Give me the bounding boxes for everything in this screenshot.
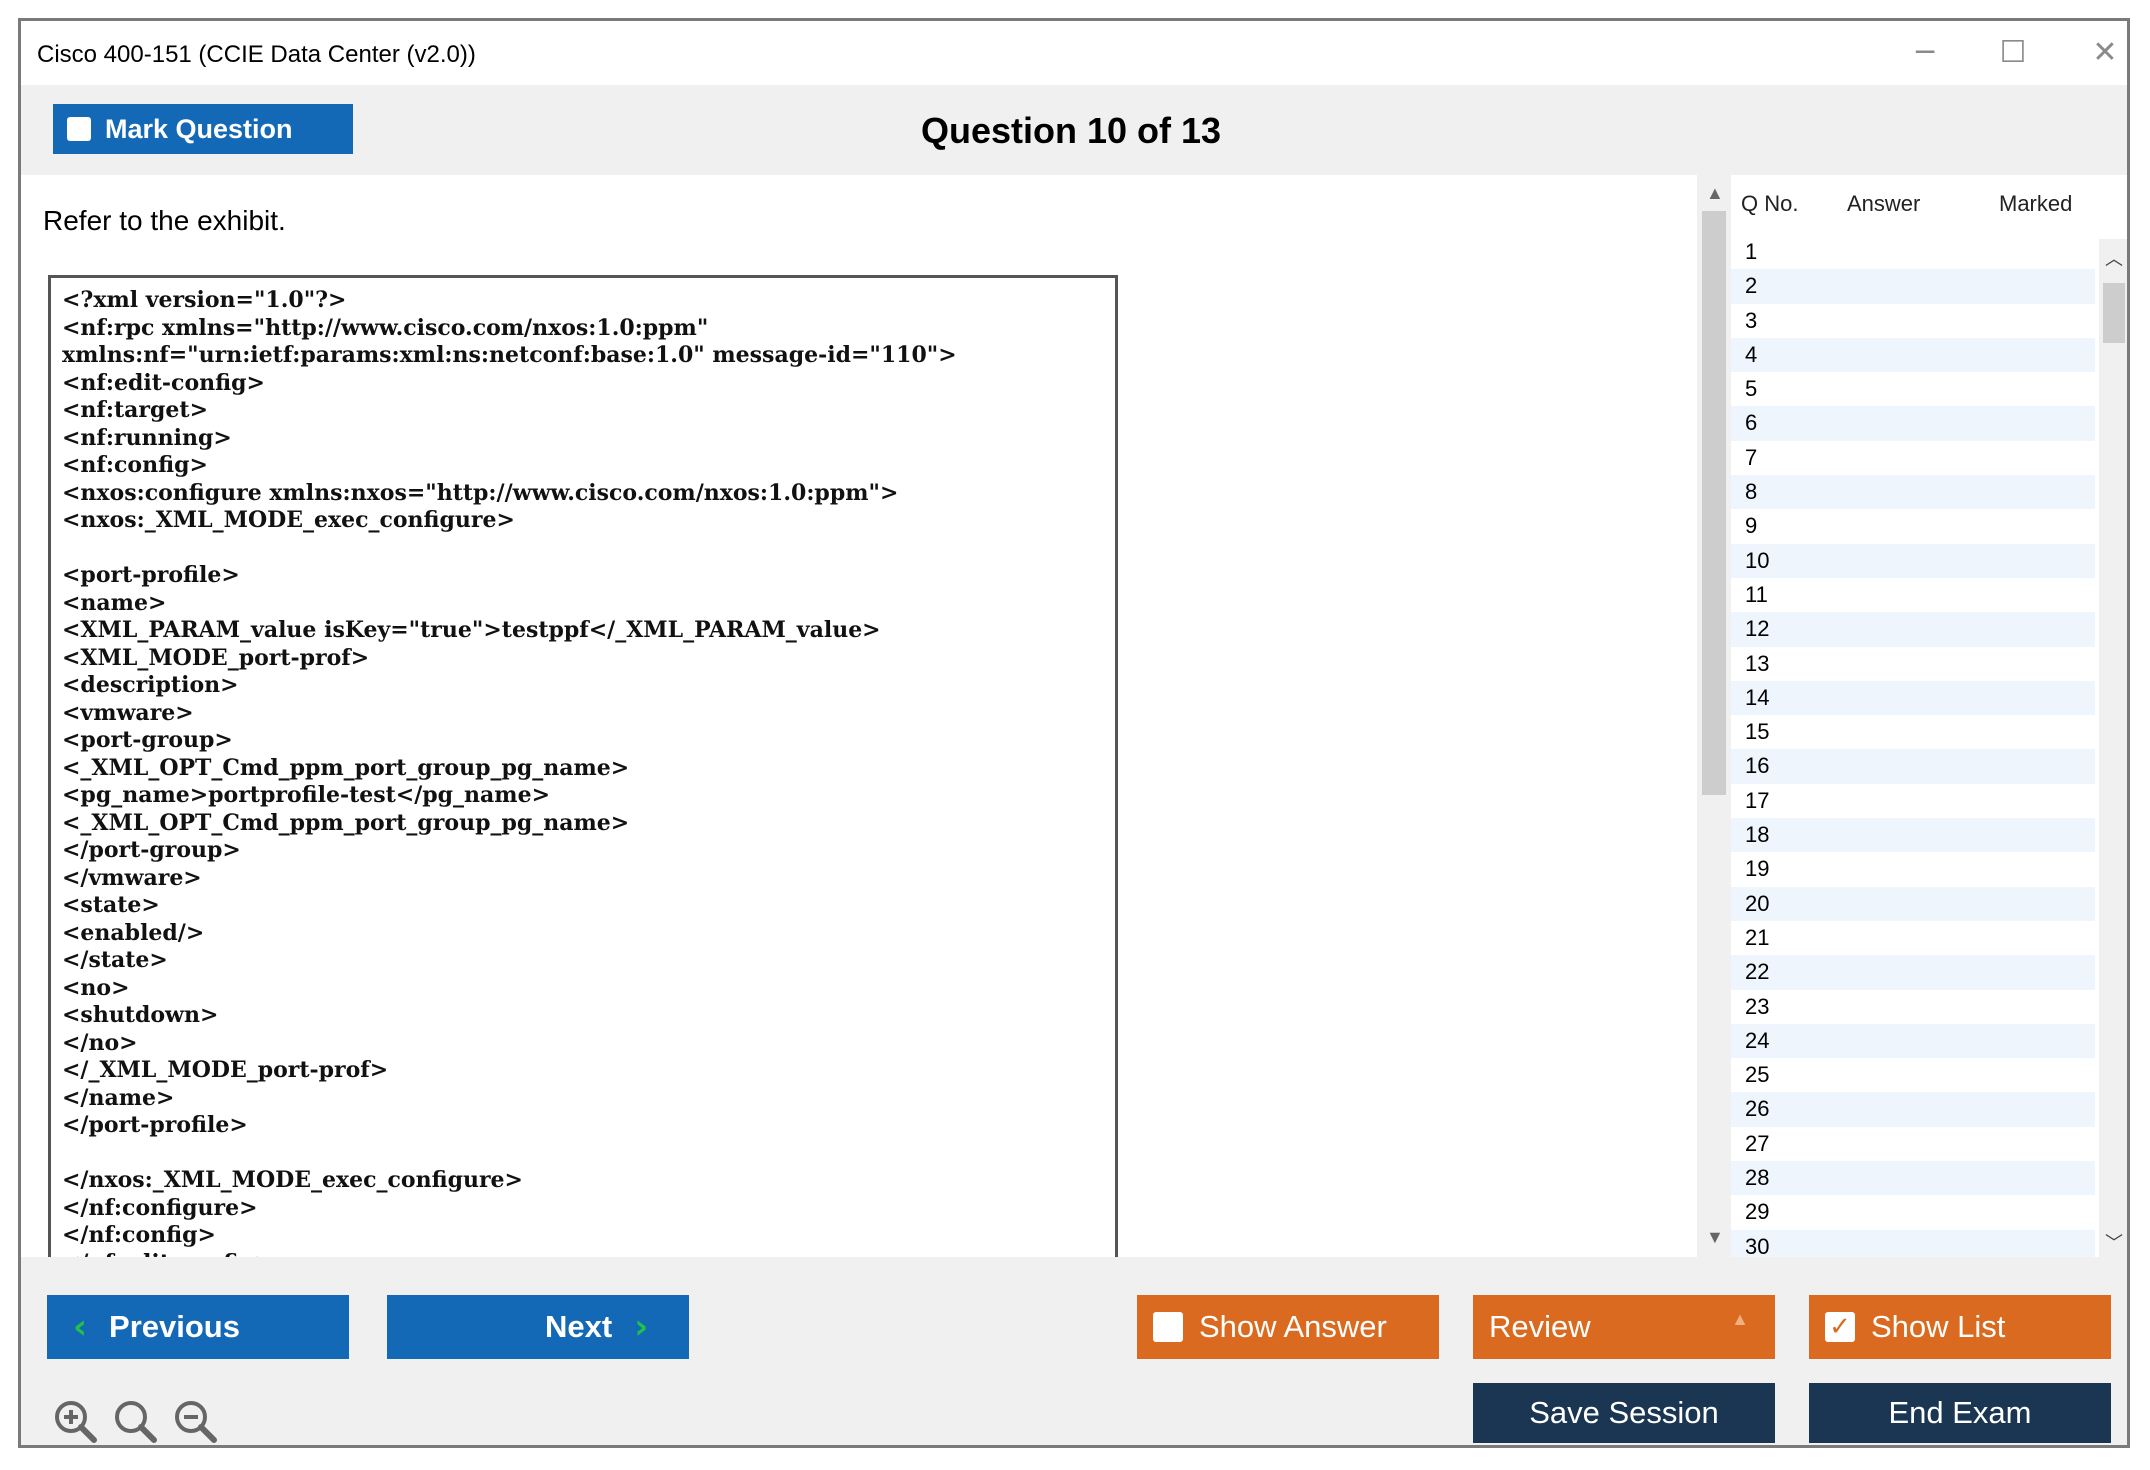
content-scrollbar[interactable]: ▲ ▼ bbox=[1697, 175, 1731, 1257]
maximize-button[interactable]: ☐ bbox=[1999, 35, 2027, 70]
show-list-button[interactable]: ✓ Show List bbox=[1809, 1295, 2111, 1359]
mark-question-label: Mark Question bbox=[105, 113, 293, 144]
title-bar: Cisco 400-151 (CCIE Data Center (v2.0)) … bbox=[21, 21, 2127, 85]
question-list-row[interactable]: 18 bbox=[1731, 818, 2095, 853]
minimize-button[interactable]: ─ bbox=[1915, 35, 1935, 70]
question-list-row[interactable]: 7 bbox=[1745, 444, 1758, 470]
marked-header[interactable]: Marked bbox=[1999, 191, 2073, 216]
review-label: Review bbox=[1489, 1309, 1591, 1344]
previous-label: Previous bbox=[109, 1309, 240, 1344]
exhibit-box: <?xml version="1.0"?> <nf:rpc xmlns="htt… bbox=[48, 275, 1118, 1257]
question-list-row[interactable]: 1 bbox=[1745, 239, 1758, 264]
question-list-row[interactable]: 12 bbox=[1731, 612, 2095, 647]
scroll-down-icon[interactable]: ▼ bbox=[1706, 1227, 1724, 1247]
next-label: Next bbox=[545, 1309, 613, 1344]
chevron-left-icon: ‹ bbox=[73, 1307, 88, 1347]
list-scrollbar-thumb[interactable] bbox=[2103, 283, 2125, 343]
zoom-reset-icon[interactable] bbox=[111, 1397, 159, 1445]
scrollbar-thumb[interactable] bbox=[1702, 211, 1726, 795]
question-list-row[interactable]: 17 bbox=[1745, 787, 1770, 813]
question-list-row[interactable]: 23 bbox=[1745, 993, 1770, 1019]
checkbox-icon bbox=[1153, 1312, 1183, 1342]
list-scrollbar[interactable]: ︿ ﹀ bbox=[2099, 239, 2127, 1257]
question-list-row[interactable]: 27 bbox=[1745, 1130, 1770, 1156]
question-list-row[interactable]: 5 bbox=[1745, 376, 1758, 402]
save-session-button[interactable]: Save Session bbox=[1473, 1383, 1775, 1443]
show-list-label: Show List bbox=[1871, 1309, 2006, 1344]
question-list-row[interactable]: 25 bbox=[1745, 1062, 1770, 1088]
question-list-header: Q No. Answer Marked bbox=[1731, 175, 2127, 231]
previous-button[interactable]: ‹ Previous bbox=[47, 1295, 349, 1359]
question-list-row[interactable]: 28 bbox=[1731, 1161, 2095, 1196]
end-exam-button[interactable]: End Exam bbox=[1809, 1383, 2111, 1443]
question-list-row[interactable]: 14 bbox=[1731, 680, 2095, 716]
window-title: Cisco 400-151 (CCIE Data Center (v2.0)) bbox=[37, 41, 476, 68]
zoom-in-icon[interactable] bbox=[51, 1397, 99, 1445]
chevron-right-icon: › bbox=[634, 1307, 649, 1347]
chevron-up-icon[interactable]: ︿ bbox=[2105, 249, 2123, 269]
question-list-row[interactable]: 8 bbox=[1731, 475, 2095, 510]
question-title: Question 10 of 13 bbox=[921, 110, 1222, 151]
answer-header[interactable]: Answer bbox=[1847, 191, 1921, 216]
question-list-row[interactable]: 9 bbox=[1745, 513, 1758, 539]
question-list-row[interactable]: 13 bbox=[1745, 650, 1770, 676]
question-content: Refer to the exhibit. <?xml version="1.0… bbox=[21, 175, 1697, 1257]
question-list-row[interactable]: 11 bbox=[1745, 581, 1768, 607]
question-list-row[interactable]: 15 bbox=[1745, 719, 1770, 745]
zoom-out-icon[interactable] bbox=[171, 1397, 219, 1445]
question-list-row[interactable]: 24 bbox=[1731, 1023, 2095, 1059]
q-no-header[interactable]: Q No. bbox=[1741, 191, 1799, 216]
question-list-row[interactable]: 16 bbox=[1731, 749, 2095, 784]
scroll-up-icon[interactable]: ▲ bbox=[1706, 183, 1724, 203]
question-list-row[interactable]: 29 bbox=[1745, 1199, 1770, 1225]
next-button[interactable]: Next › bbox=[387, 1295, 689, 1359]
save-session-label: Save Session bbox=[1529, 1395, 1719, 1430]
close-button[interactable]: ✕ bbox=[2092, 35, 2118, 70]
end-exam-label: End Exam bbox=[1888, 1395, 2032, 1430]
question-list-row[interactable]: 10 bbox=[1731, 543, 2095, 578]
question-list-row[interactable]: 20 bbox=[1731, 886, 2095, 921]
review-dropdown[interactable]: Review ▲ bbox=[1473, 1295, 1775, 1359]
app-window: Cisco 400-151 (CCIE Data Center (v2.0)) … bbox=[18, 18, 2130, 1448]
question-list-row[interactable]: 22 bbox=[1731, 955, 2095, 990]
chevron-down-icon[interactable]: ﹀ bbox=[2105, 1233, 2123, 1253]
mark-question-button[interactable]: Mark Question bbox=[53, 104, 353, 154]
footer-toolbar: ‹ Previous Next › Show Answer Review ▲ ✓… bbox=[21, 1257, 2127, 1445]
show-answer-button[interactable]: Show Answer bbox=[1137, 1295, 1439, 1359]
question-list-row[interactable]: 3 bbox=[1745, 307, 1758, 333]
question-list-row[interactable]: 2 bbox=[1731, 269, 2095, 304]
question-list-row[interactable]: 26 bbox=[1731, 1092, 2095, 1127]
question-prompt: Refer to the exhibit. bbox=[43, 205, 286, 236]
question-list-row[interactable]: 4 bbox=[1731, 337, 2095, 373]
question-list-row[interactable]: 30 bbox=[1731, 1229, 2095, 1257]
question-list-row[interactable]: 6 bbox=[1731, 406, 2095, 441]
show-answer-label: Show Answer bbox=[1199, 1309, 1387, 1344]
checkbox-icon bbox=[67, 117, 91, 141]
checkmark-icon: ✓ bbox=[1825, 1312, 1855, 1342]
question-list-row[interactable]: 19 bbox=[1745, 856, 1770, 882]
caret-up-icon: ▲ bbox=[1731, 1309, 1749, 1329]
exhibit-code: <?xml version="1.0"?> <nf:rpc xmlns="htt… bbox=[62, 287, 957, 1257]
question-header: Mark Question Question 10 of 13 bbox=[21, 85, 2127, 175]
question-list-row[interactable]: 21 bbox=[1745, 924, 1770, 950]
